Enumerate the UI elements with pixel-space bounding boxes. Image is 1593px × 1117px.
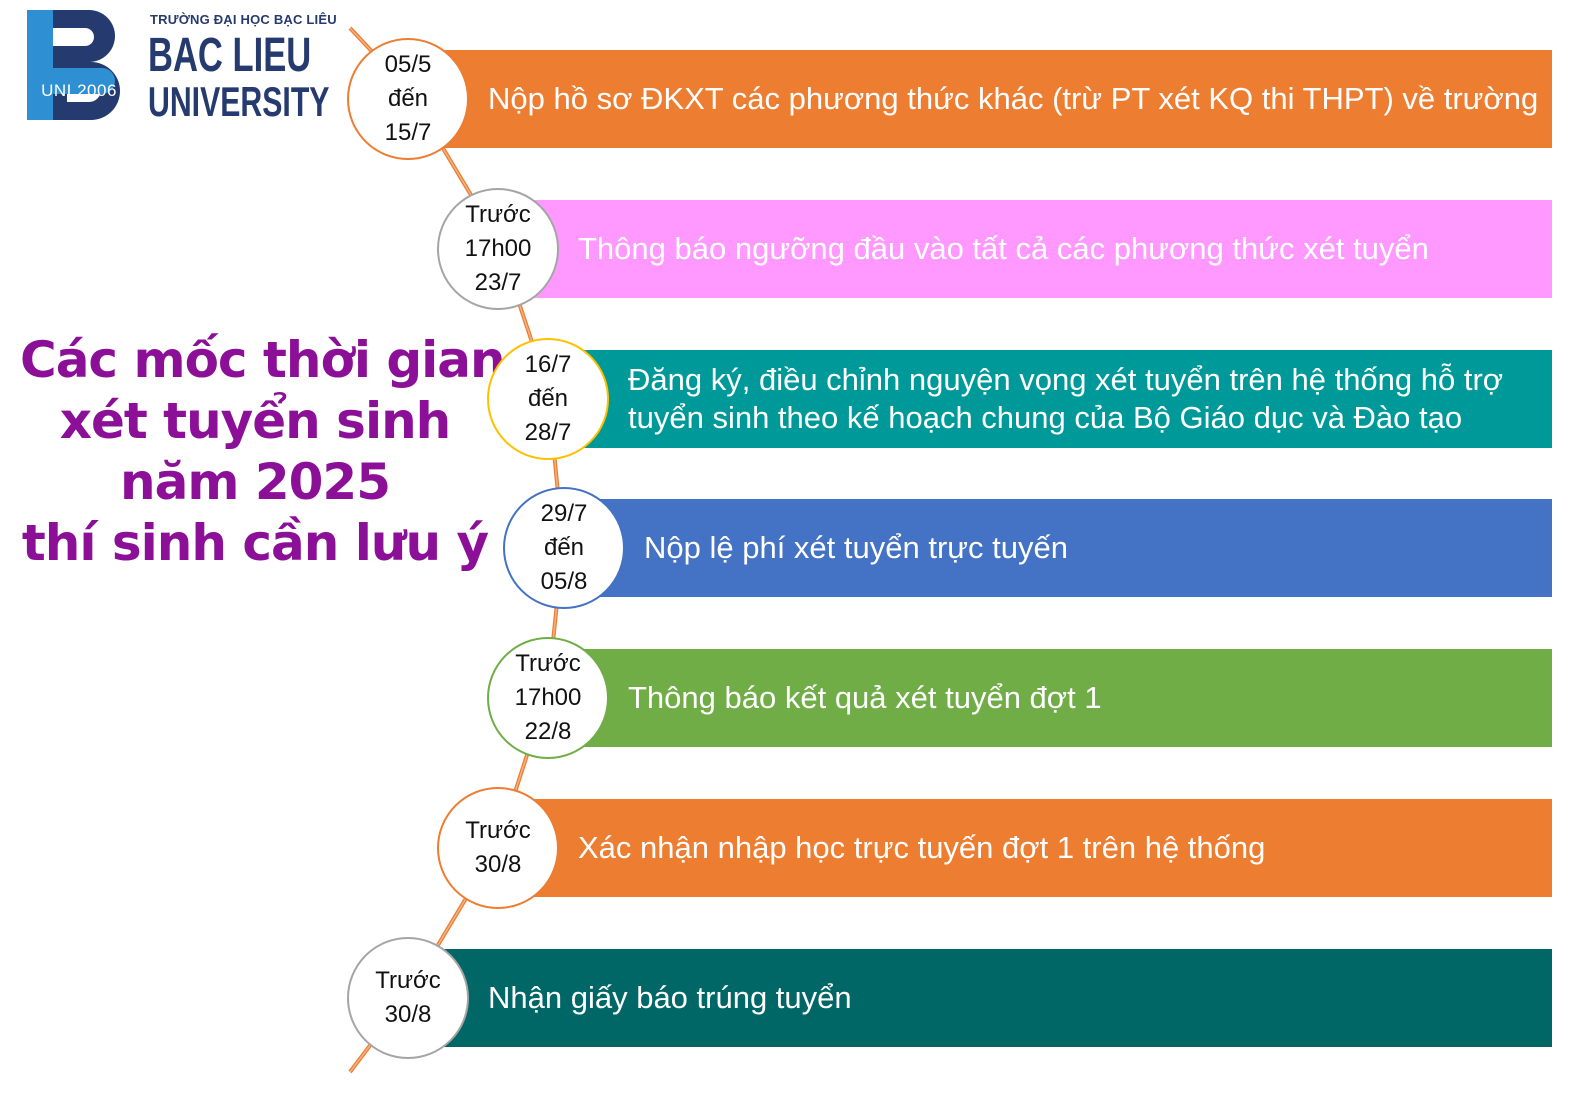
milestone-text: Nộp hồ sơ ĐKXT các phương thức khác (trừ… bbox=[488, 81, 1539, 116]
milestone-date-circle: 05/5 đến 15/7 bbox=[347, 38, 469, 160]
milestone-date-circle: Trước 17h00 23/7 bbox=[437, 188, 559, 310]
title-line-3: năm 2025 bbox=[119, 453, 391, 511]
milestone-bar: Xác nhận nhập học trực tuyến đợt 1 trên … bbox=[498, 799, 1552, 897]
logo-b-mark bbox=[27, 10, 120, 120]
milestone-text: Nộp lệ phí xét tuyển trực tuyến bbox=[644, 530, 1068, 565]
milestone-date-circle: Trước 17h00 22/8 bbox=[487, 637, 609, 759]
title-line-1: Các mốc thời gian bbox=[20, 331, 506, 389]
logo-school-name: TRƯỜNG ĐẠI HỌC BẠC LIÊU bbox=[150, 12, 337, 27]
milestone-date: 05/5 đến 15/7 bbox=[384, 51, 432, 146]
milestone-bar: Nhận giấy báo trúng tuyển bbox=[408, 949, 1552, 1047]
milestone-text: Đăng ký, điều chỉnh nguyện vọng xét tuyể… bbox=[628, 362, 1504, 435]
title-line-4: thí sinh cần lưu ý bbox=[21, 514, 489, 572]
milestone-date: 29/7 đến 05/8 bbox=[540, 500, 588, 595]
milestone-date: Trước 30/8 bbox=[465, 817, 531, 878]
milestone-bar: Thông báo ngưỡng đầu vào tất cả các phươ… bbox=[498, 200, 1552, 298]
milestone-date-circle: 29/7 đến 05/8 bbox=[503, 487, 625, 609]
title-line-2: xét tuyển sinh bbox=[59, 392, 452, 450]
milestone-bar: Thông báo kết quả xét tuyển đợt 1 bbox=[548, 649, 1552, 747]
logo-line-1: BAC LIEU bbox=[148, 29, 312, 82]
milestone-date: Trước 30/8 bbox=[375, 967, 441, 1028]
page-title: Các mốc thời gian xét tuyển sinh năm 202… bbox=[20, 330, 506, 574]
milestone-text: Thông báo ngưỡng đầu vào tất cả các phươ… bbox=[578, 231, 1429, 266]
milestone-date-circle: 16/7 đến 28/7 bbox=[487, 338, 609, 460]
milestone-date: Trước 17h00 22/8 bbox=[514, 650, 582, 745]
milestone-bar: Nộp lệ phí xét tuyển trực tuyến bbox=[564, 499, 1552, 597]
logo-badge: UNI 2006 bbox=[41, 81, 117, 100]
milestone-date-circle: Trước 30/8 bbox=[347, 937, 469, 1059]
logo-line-2: UNIVERSITY bbox=[148, 78, 330, 125]
university-logo: UNI 2006 TRƯỜNG ĐẠI HỌC BẠC LIÊU BAC LIE… bbox=[27, 10, 337, 125]
milestone-bar: Đăng ký, điều chỉnh nguyện vọng xét tuyể… bbox=[548, 350, 1552, 448]
milestone-date: Trước 17h00 23/7 bbox=[464, 201, 532, 296]
milestone-text: Xác nhận nhập học trực tuyến đợt 1 trên … bbox=[578, 830, 1266, 865]
milestone-text: Nhận giấy báo trúng tuyển bbox=[488, 980, 852, 1015]
milestone-date: 16/7 đến 28/7 bbox=[524, 351, 572, 446]
milestone-bar: Nộp hồ sơ ĐKXT các phương thức khác (trừ… bbox=[408, 50, 1552, 148]
milestone-date-circle: Trước 30/8 bbox=[437, 787, 559, 909]
milestone-text: Thông báo kết quả xét tuyển đợt 1 bbox=[628, 680, 1102, 715]
